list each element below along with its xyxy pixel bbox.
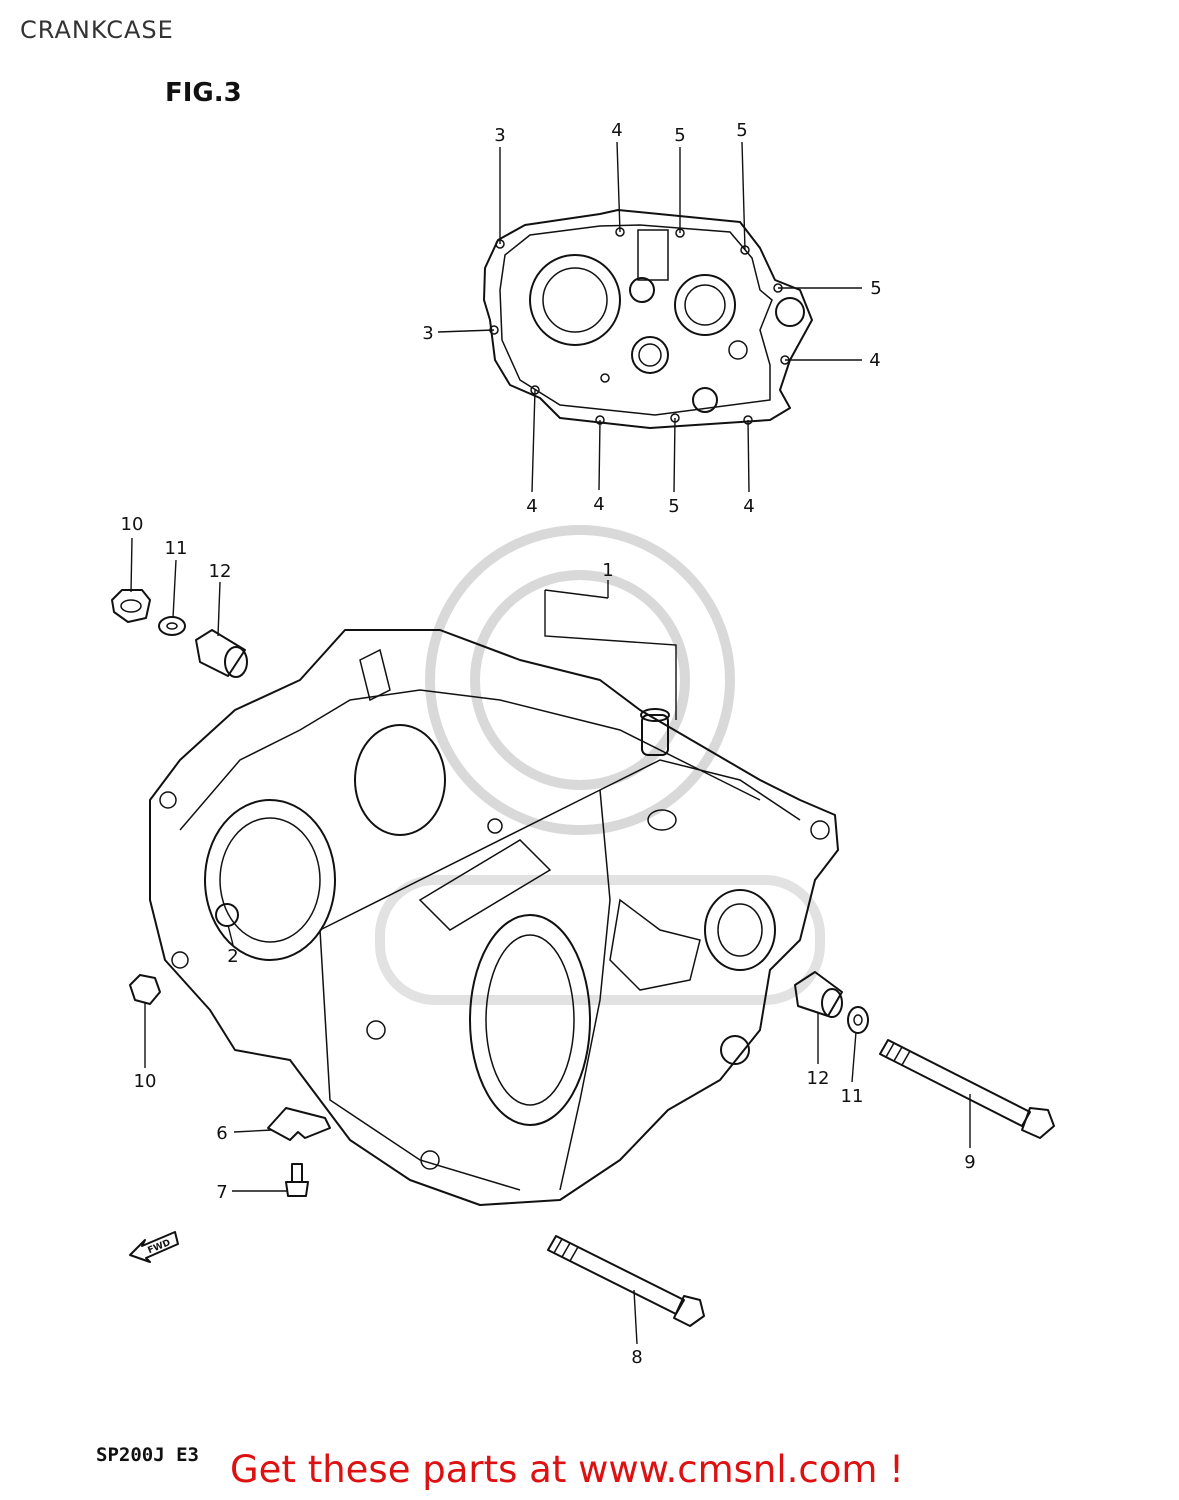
leader-lines bbox=[130, 141, 971, 1345]
callout-8: 8 bbox=[631, 1347, 642, 1368]
parts-10-12-11-lower bbox=[129, 971, 869, 1034]
callout-5-top-a: 5 bbox=[674, 125, 685, 146]
bolt-9 bbox=[879, 1039, 1055, 1139]
callout-2: 2 bbox=[227, 946, 238, 967]
model-code: SP200J E3 bbox=[96, 1444, 199, 1466]
figure-label: FIG.3 bbox=[165, 78, 242, 108]
page-title: CRANKCASE bbox=[20, 16, 174, 44]
parts-10-11-12-upper bbox=[111, 589, 248, 678]
callout-6: 6 bbox=[216, 1123, 227, 1144]
fwd-label: FWD bbox=[146, 1238, 172, 1256]
callout-numbers: 3 4 5 5 5 3 4 4 4 5 4 10 11 12 1 2 10 12… bbox=[121, 120, 976, 1368]
fwd-arrow-icon: FWD bbox=[129, 1231, 179, 1263]
callout-4-bottom-c: 4 bbox=[743, 496, 754, 517]
callout-10-bottom: 10 bbox=[134, 1071, 157, 1092]
callout-5-top-b: 5 bbox=[736, 120, 747, 141]
callout-3-top: 3 bbox=[494, 125, 505, 146]
bolt-8 bbox=[547, 1235, 705, 1327]
callout-7: 7 bbox=[216, 1182, 227, 1203]
crankcase-half-top-view bbox=[483, 209, 813, 429]
callout-5-right: 5 bbox=[870, 278, 881, 299]
callout-10-top: 10 bbox=[121, 514, 144, 535]
crankcase-assembly bbox=[149, 629, 839, 1206]
callout-4-bottom-a: 4 bbox=[526, 496, 537, 517]
callout-11-bottom: 11 bbox=[841, 1086, 864, 1107]
promo-link[interactable]: Get these parts at www.cmsnl.com ! bbox=[230, 1448, 905, 1491]
callout-5-bottom: 5 bbox=[668, 496, 679, 517]
callout-4-right: 4 bbox=[869, 350, 880, 371]
callout-4-bottom-b: 4 bbox=[593, 494, 604, 515]
callout-9: 9 bbox=[964, 1152, 975, 1173]
callout-4-top: 4 bbox=[611, 120, 622, 141]
watermark-logo bbox=[375, 525, 825, 1005]
clamp-6 bbox=[267, 1107, 331, 1141]
callout-12-top: 12 bbox=[209, 561, 232, 582]
screw-7 bbox=[285, 1163, 309, 1197]
callout-11-top: 11 bbox=[165, 538, 188, 559]
callout-12-bottom: 12 bbox=[807, 1068, 830, 1089]
callout-3-left: 3 bbox=[422, 323, 433, 344]
callout-1: 1 bbox=[602, 560, 613, 581]
